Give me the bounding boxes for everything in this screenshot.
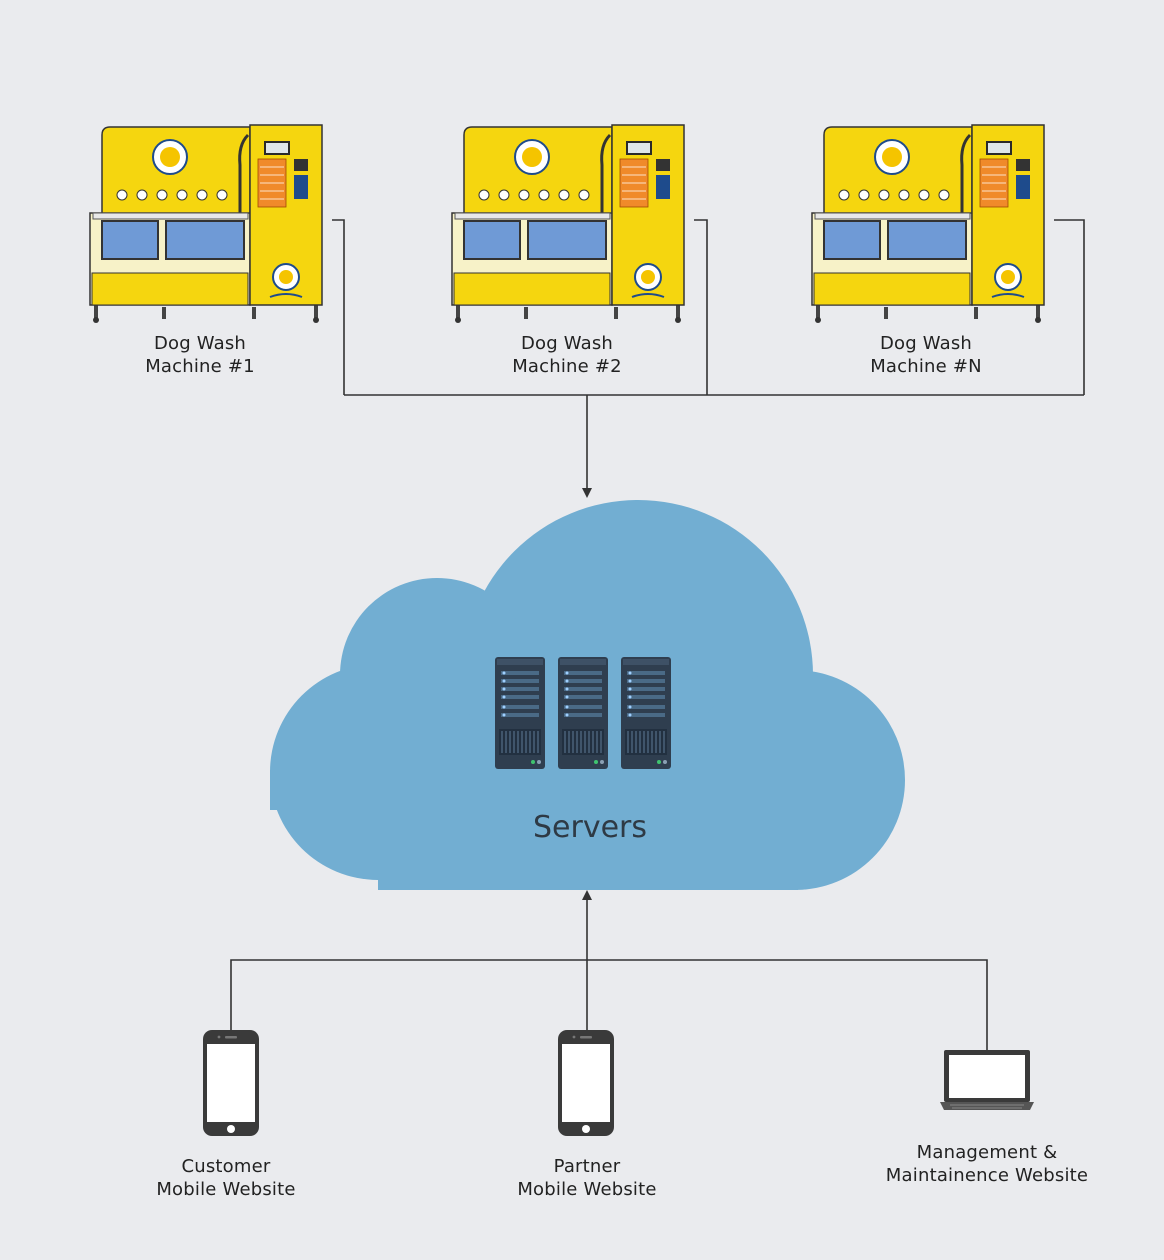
server-rack-icon (557, 656, 609, 770)
dog-wash-machine-n (810, 123, 1046, 325)
client-label-customer: Customer Mobile Website (156, 1156, 296, 1200)
machine-label-1: Dog Wash Machine #1 (145, 333, 255, 377)
smartphone-icon (558, 1030, 614, 1136)
servers-label: Servers (532, 810, 647, 845)
client-connectors (230, 890, 988, 1050)
dog-wash-machine-2 (450, 123, 686, 325)
smartphone-icon (203, 1030, 259, 1136)
machine-label-2: Dog Wash Machine #2 (512, 333, 622, 377)
machine-connectors (332, 219, 1085, 498)
client-label-management: Management & Maintainence Website (885, 1142, 1089, 1186)
laptop-icon (940, 1050, 1034, 1110)
client-label-partner: Partner Mobile Website (517, 1156, 657, 1200)
server-rack-icon (620, 656, 672, 770)
dog-wash-machine-1 (88, 123, 324, 325)
server-rack-icon (494, 656, 546, 770)
machine-label-n: Dog Wash Machine #N (870, 333, 982, 377)
